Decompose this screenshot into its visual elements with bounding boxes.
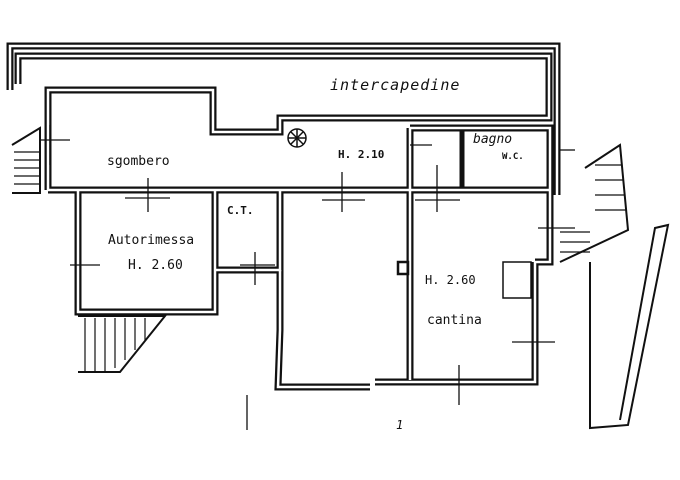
room-label-sgombero: sgombero xyxy=(107,154,170,169)
room-label-wc: W.C. xyxy=(502,152,524,162)
intercapedine-inner-wall xyxy=(14,52,553,190)
external-stairs xyxy=(11,126,670,430)
opening-marks xyxy=(40,125,575,430)
ct-wall xyxy=(215,190,284,274)
room-height-autorimessa: H. 2.60 xyxy=(128,258,183,273)
room-height-cantina: H. 2.60 xyxy=(425,273,476,287)
walls xyxy=(6,42,561,391)
bagno-wall xyxy=(410,124,554,266)
room-height-sgombero: H. 2.10 xyxy=(338,148,385,161)
room-label-bagno: bagno xyxy=(473,132,513,147)
room-label-ct: C.T. xyxy=(227,204,254,217)
autorimessa-wall xyxy=(74,190,219,316)
cantina-niche xyxy=(502,261,532,299)
pillar xyxy=(396,260,410,276)
room-label-cantina: cantina xyxy=(427,313,482,328)
spiral-stair-icon xyxy=(287,128,307,148)
central-wall xyxy=(274,270,370,391)
room-label-intercapedine: intercapedine xyxy=(330,76,461,94)
plan-mark: 1 xyxy=(396,418,404,432)
wall-hatch xyxy=(8,44,559,389)
room-label-autorimessa: Autorimessa xyxy=(108,233,195,248)
